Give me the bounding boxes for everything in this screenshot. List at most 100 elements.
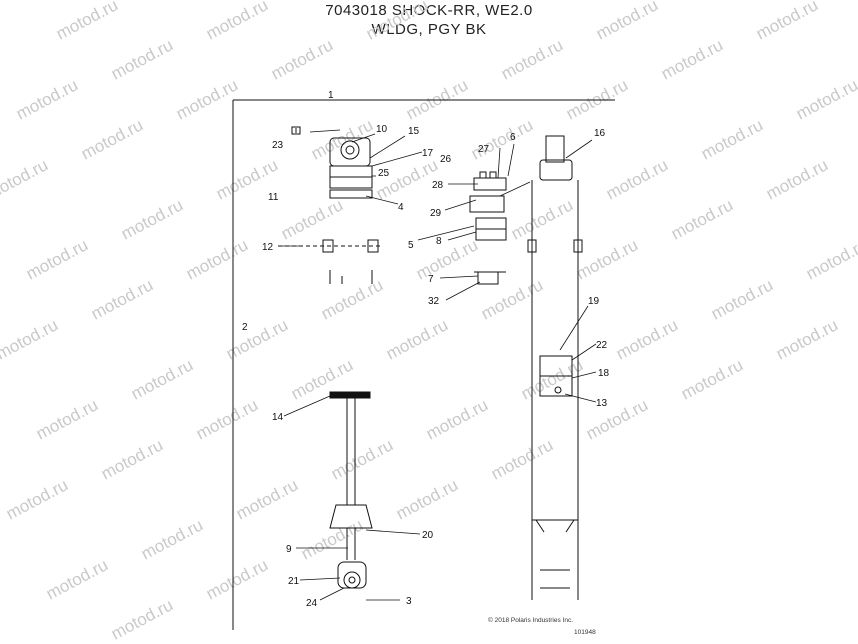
callout-1: 1 bbox=[328, 90, 334, 101]
watermark-text: motod.ru bbox=[383, 315, 451, 363]
watermark-text: motod.ru bbox=[753, 0, 821, 44]
callout-4: 4 bbox=[398, 202, 404, 213]
watermark-text: motod.ru bbox=[298, 0, 366, 4]
watermark-text: motod.ru bbox=[23, 235, 91, 283]
watermark-text: motod.ru bbox=[403, 75, 471, 123]
watermark-text: motod.ru bbox=[268, 35, 336, 83]
watermark-text: motod.ru bbox=[0, 315, 61, 363]
callout-14: 14 bbox=[272, 412, 284, 423]
watermark-text: motod.ru bbox=[573, 235, 641, 283]
watermark-text: motod.ru bbox=[688, 0, 756, 4]
watermark-text: motod.ru bbox=[298, 515, 366, 563]
callout-17: 17 bbox=[422, 148, 434, 159]
callout-20: 20 bbox=[422, 530, 434, 541]
watermark-text: motod.ru bbox=[563, 75, 631, 123]
callout-7: 7 bbox=[428, 274, 434, 285]
callout-labels: 1 2 3 4 5 6 7 8 9 10 11 12 13 14 15 16 1… bbox=[242, 90, 610, 609]
watermark-text: motod.ru bbox=[698, 115, 766, 163]
watermark-text: motod.ru bbox=[138, 515, 206, 563]
watermark-text: motod.ru bbox=[0, 155, 51, 203]
watermark-text: motod.ru bbox=[583, 395, 651, 443]
diagram-title-line2: WLDG, PGY BK bbox=[371, 21, 487, 38]
nut-washer-set bbox=[278, 239, 380, 284]
watermark-text: motod.ru bbox=[203, 555, 271, 603]
callout-21: 21 bbox=[288, 576, 300, 587]
watermark-text: motod.ru bbox=[108, 595, 176, 643]
callout-2: 2 bbox=[242, 322, 248, 333]
watermark-text: motod.ru bbox=[793, 75, 858, 123]
watermark-text: motod.ru bbox=[508, 195, 576, 243]
watermark-text: motod.ru bbox=[603, 155, 671, 203]
callout-5: 5 bbox=[408, 240, 414, 251]
watermark-text: motod.ru bbox=[678, 355, 746, 403]
callout-12: 12 bbox=[262, 242, 274, 253]
callout-6: 6 bbox=[510, 132, 516, 143]
watermark-text: motod.ru bbox=[668, 195, 736, 243]
watermark-text: motod.ru bbox=[118, 195, 186, 243]
callout-13: 13 bbox=[596, 398, 608, 409]
callout-10: 10 bbox=[376, 124, 388, 135]
callout-19: 19 bbox=[588, 296, 600, 307]
callout-8: 8 bbox=[436, 236, 442, 247]
watermark-text: motod.ru bbox=[43, 555, 111, 603]
watermark-text: motod.ru bbox=[183, 235, 251, 283]
watermark-text: motod.ru bbox=[193, 395, 261, 443]
diagram-title-line1: 7043018 SHOCK-RR, WE2.0 bbox=[325, 2, 533, 19]
watermark-text: motod.ru bbox=[498, 35, 566, 83]
watermark-text: motod.ru bbox=[78, 115, 146, 163]
watermark-text: motod.ru bbox=[108, 35, 176, 83]
callout-29: 29 bbox=[430, 208, 442, 219]
watermark-text: motod.ru bbox=[393, 475, 461, 523]
callout-23: 23 bbox=[272, 140, 284, 151]
callout-27: 27 bbox=[478, 144, 490, 155]
watermark-text: motod.ru bbox=[98, 435, 166, 483]
callout-22: 22 bbox=[596, 340, 608, 351]
watermark-text: motod.ru bbox=[763, 155, 831, 203]
watermark-text: motod.ru bbox=[593, 0, 661, 44]
copyright-text: © 2018 Polaris Industries Inc. bbox=[488, 616, 573, 624]
callout-18: 18 bbox=[598, 368, 610, 379]
callout-15: 15 bbox=[408, 126, 420, 137]
callout-26: 26 bbox=[440, 154, 452, 165]
watermark-text: motod.ru bbox=[128, 355, 196, 403]
callout-25: 25 bbox=[378, 168, 390, 179]
watermark-text: motod.ru bbox=[848, 0, 858, 4]
watermark-text: motod.ru bbox=[613, 315, 681, 363]
callout-28: 28 bbox=[432, 180, 444, 191]
watermark-text: motod.ru bbox=[468, 115, 536, 163]
watermark-text: motod.ru bbox=[458, 0, 526, 4]
watermark-text: motod.ru bbox=[363, 0, 431, 44]
watermark-text: motod.ru bbox=[658, 35, 726, 83]
shaft-eyelet-assembly bbox=[329, 391, 373, 589]
watermark-text: motod.ru bbox=[773, 315, 841, 363]
callout-3: 3 bbox=[406, 596, 412, 607]
callout-11: 11 bbox=[268, 192, 279, 203]
watermark-text: motod.ru bbox=[203, 0, 271, 44]
watermark-text: motod.ru bbox=[53, 0, 121, 44]
watermark-text: motod.ru bbox=[488, 435, 556, 483]
watermark-text: motod.ru bbox=[233, 475, 301, 523]
diagram-frame bbox=[232, 99, 615, 630]
watermark-text: motod.ru bbox=[708, 275, 776, 323]
callout-32: 32 bbox=[428, 296, 440, 307]
watermark-text: motod.ru bbox=[33, 395, 101, 443]
diagram-code: 101948 bbox=[574, 629, 596, 636]
watermark-text: motod.ru bbox=[308, 115, 376, 163]
shock-cylinder-body bbox=[527, 135, 583, 600]
watermark-text: motod.ru bbox=[148, 0, 216, 4]
bracket-block bbox=[469, 171, 507, 285]
leader-lines bbox=[278, 129, 597, 601]
watermark-text: motod.ru bbox=[328, 435, 396, 483]
watermark-text: motod.ru bbox=[88, 275, 156, 323]
shock-head-assembly bbox=[291, 126, 373, 199]
watermark-text: motod.ru bbox=[278, 195, 346, 243]
watermark-text: motod.ru bbox=[803, 235, 858, 283]
watermark-text: motod.ru bbox=[423, 395, 491, 443]
watermark-text: motod.ru bbox=[318, 275, 386, 323]
callout-9: 9 bbox=[286, 544, 292, 555]
watermark-text: motod.ru bbox=[13, 75, 81, 123]
callout-16: 16 bbox=[594, 128, 606, 139]
watermark-text: motod.ru bbox=[173, 75, 241, 123]
